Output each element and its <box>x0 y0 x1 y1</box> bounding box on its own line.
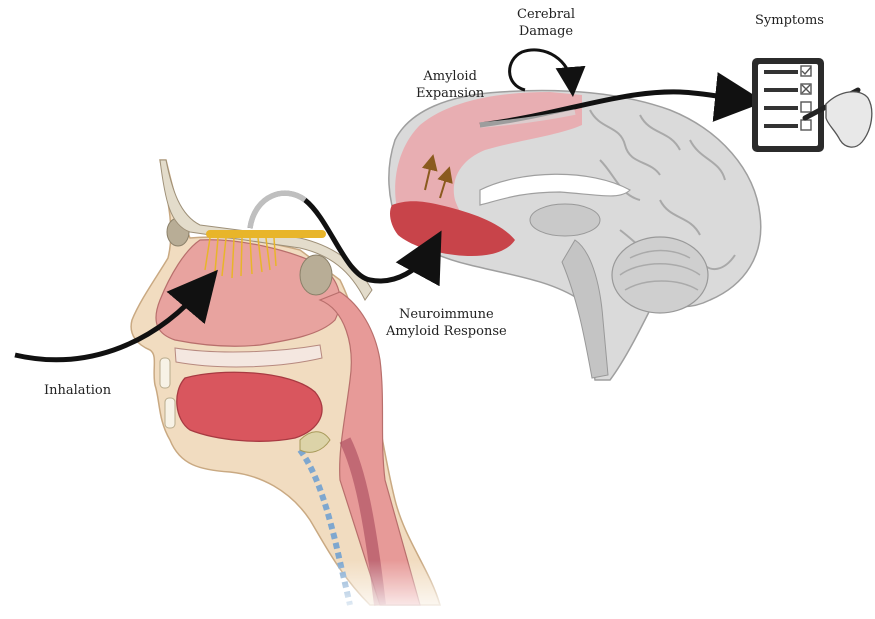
label-amyloid-expansion: Amyloid Expansion <box>416 68 484 102</box>
olfactory-bulb <box>206 230 326 238</box>
label-symptoms: Symptoms <box>755 12 824 29</box>
clipboard-checklist-icon <box>752 58 824 152</box>
tongue <box>177 372 322 441</box>
sphenoid-sinus <box>300 255 332 295</box>
circular-arrow-icon <box>510 50 572 90</box>
amyloid-line1: Amyloid <box>416 68 484 85</box>
neuroimmune-line1: Neuroimmune <box>386 306 507 323</box>
neuroimmune-line2: Amyloid Response <box>386 323 507 340</box>
amyloid-line2: Expansion <box>416 85 484 102</box>
upper-teeth <box>160 358 170 388</box>
cerebral-line2: Damage <box>517 23 575 40</box>
inhalation-text: Inhalation <box>44 382 111 399</box>
lower-teeth <box>165 398 175 428</box>
symptoms-text: Symptoms <box>755 12 824 29</box>
thalamus <box>530 204 600 236</box>
label-inhalation: Inhalation <box>44 382 111 399</box>
label-neuroimmune-amyloid-response: Neuroimmune Amyloid Response <box>386 306 507 340</box>
cerebellum <box>612 237 708 313</box>
cerebral-line1: Cerebral <box>517 6 575 23</box>
label-cerebral-damage: Cerebral Damage <box>517 6 575 40</box>
